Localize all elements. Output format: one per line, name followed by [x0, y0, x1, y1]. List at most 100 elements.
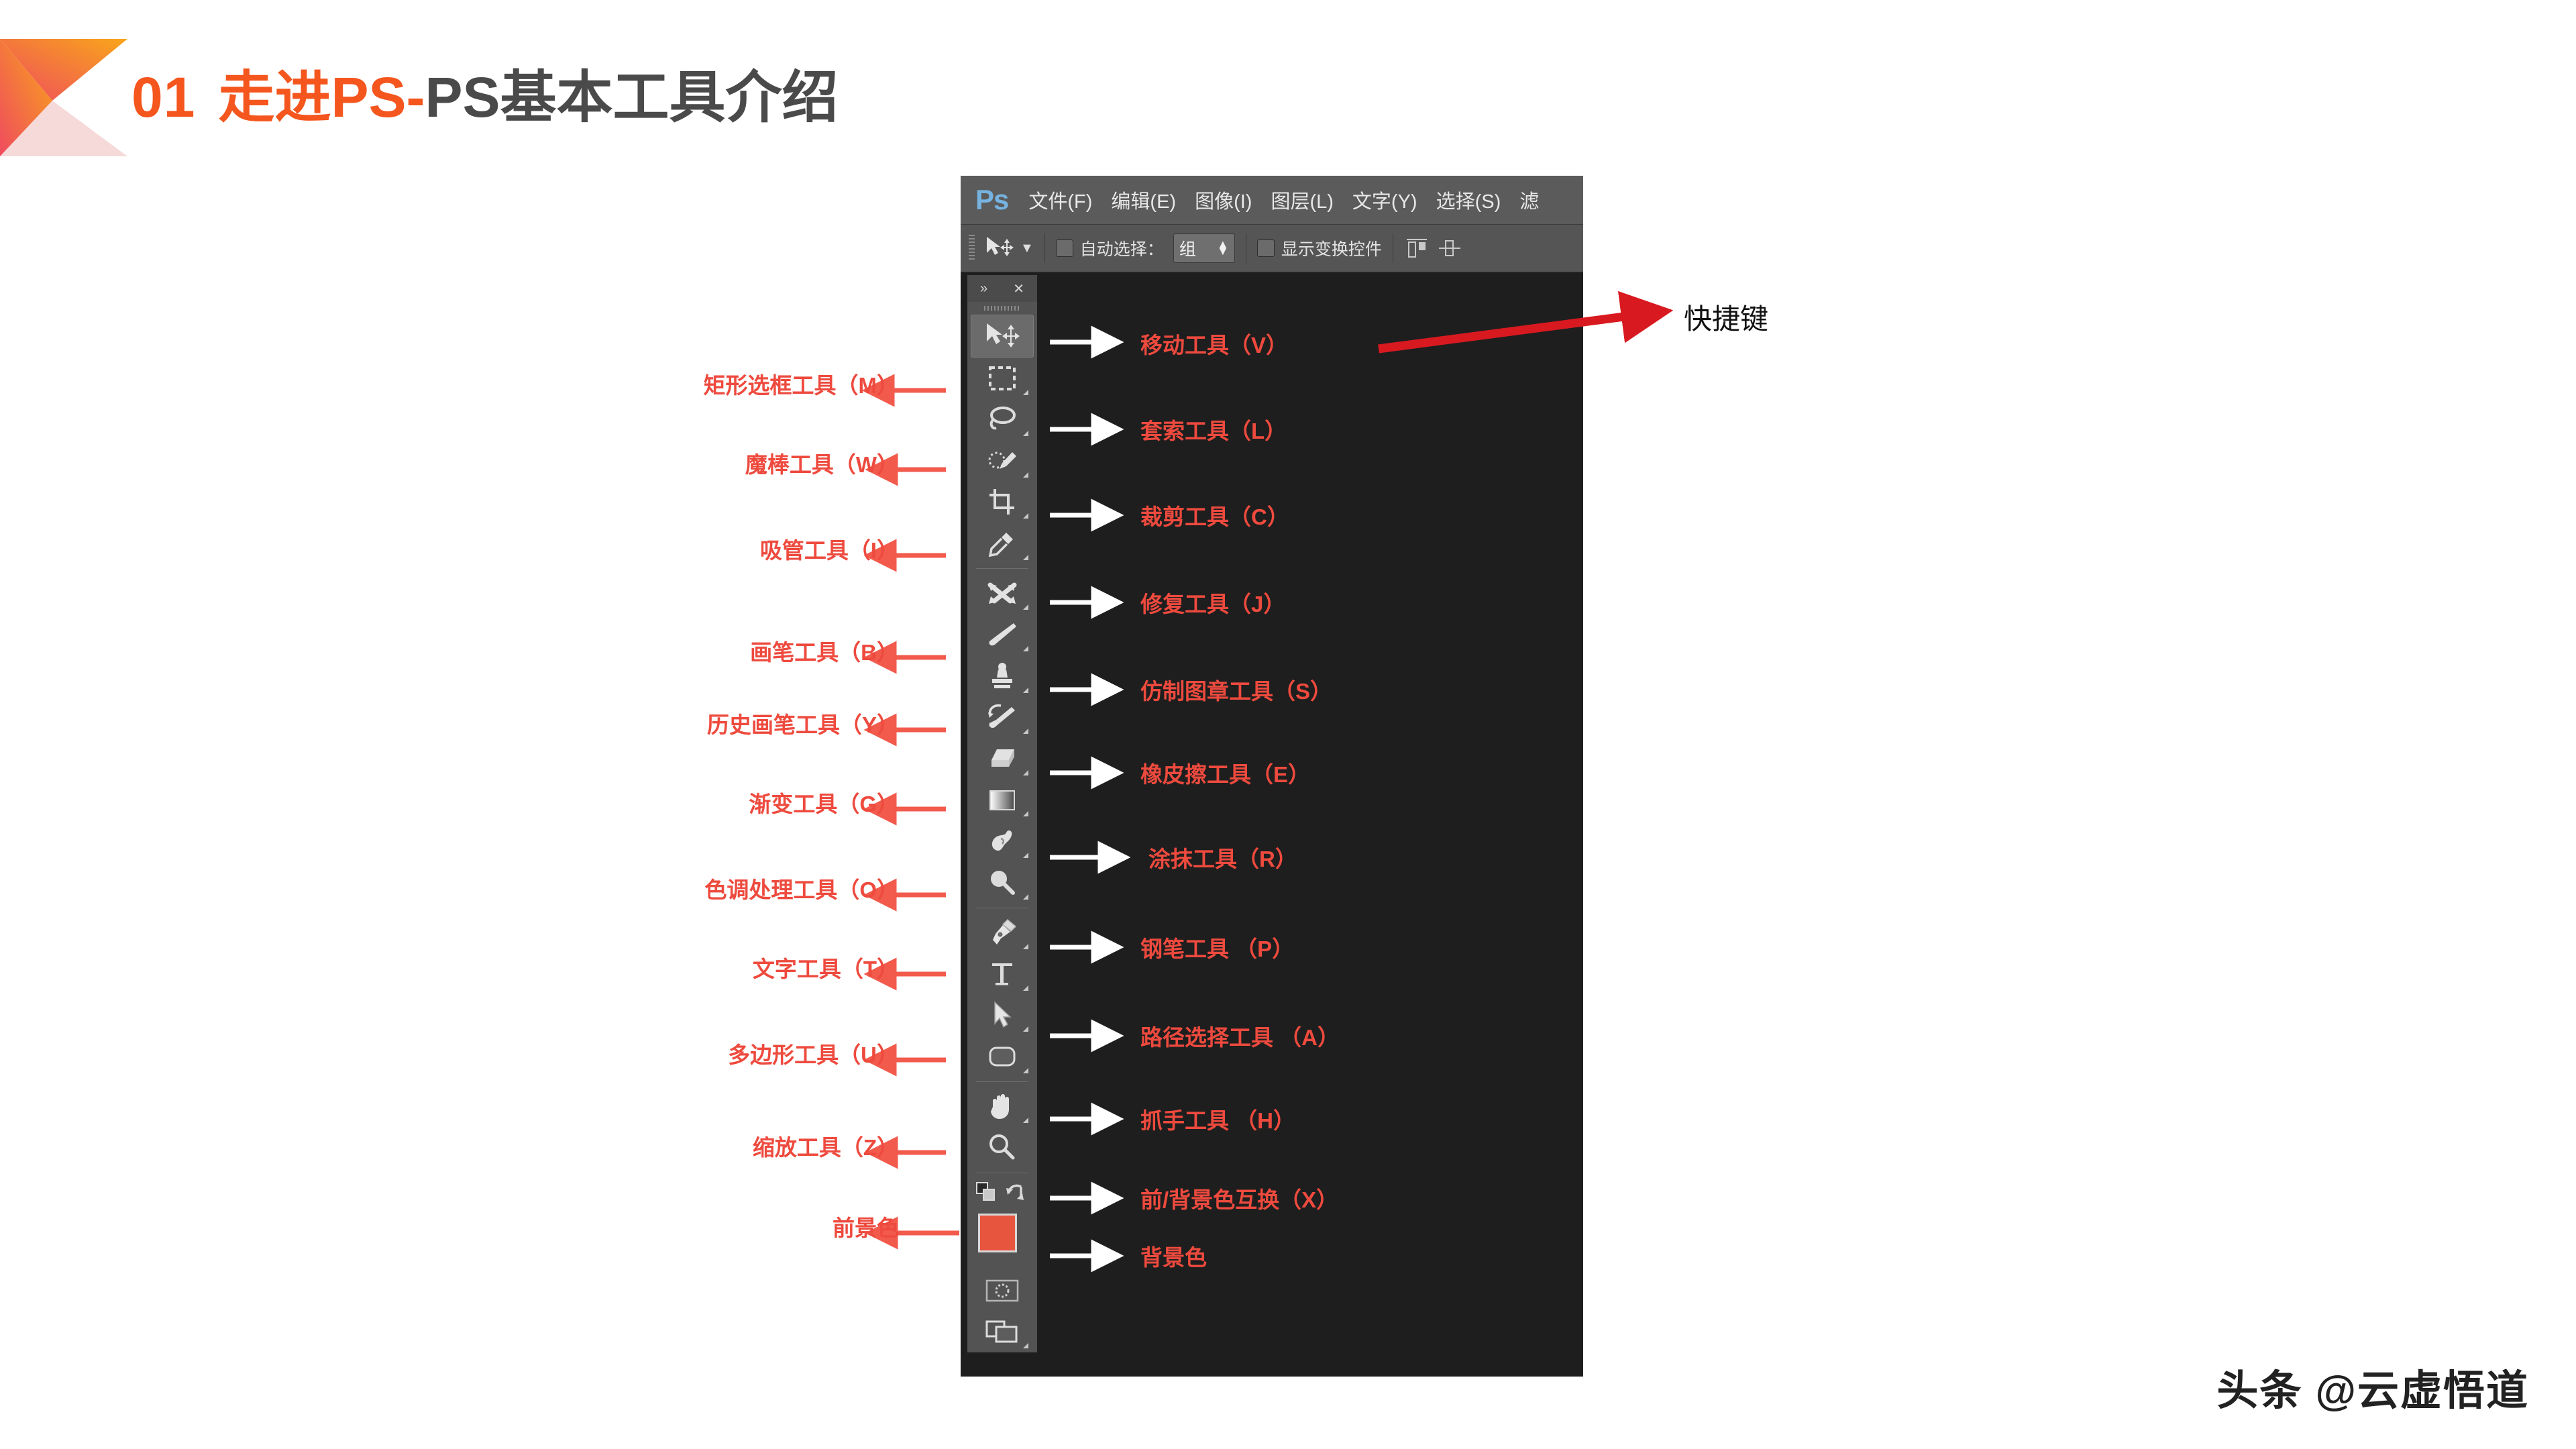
label-gradient: 渐变工具（G） [749, 792, 899, 816]
foreground-color-swatch[interactable] [978, 1214, 1017, 1253]
tool-type[interactable] [971, 953, 1033, 995]
toolbar-panel-header: » ✕ [967, 275, 1037, 302]
flyout-triangle-icon [1023, 944, 1028, 950]
menu-item-select[interactable]: 选择(S) [1436, 191, 1501, 213]
flyout-triangle-icon [1023, 894, 1028, 900]
toolbar-divider [976, 1081, 1028, 1082]
label-clone-stamp-tool: 仿制图章工具（S） [1140, 679, 1333, 704]
label-tone-adjust: 色调处理工具（O） [704, 877, 899, 902]
tool-screen-mode[interactable] [971, 1311, 1033, 1352]
shortcut-key-note: 快捷键 [1684, 303, 1769, 335]
label-shape: 多边形工具（U） [728, 1042, 899, 1067]
menu-item-layer[interactable]: 图层(L) [1271, 191, 1334, 213]
flyout-triangle-icon [1023, 646, 1028, 652]
tool-pen[interactable] [971, 912, 1033, 953]
align-top-icon[interactable] [1404, 236, 1431, 260]
menu-item-image[interactable]: 图像(I) [1195, 191, 1252, 213]
auto-select-checkbox[interactable] [1055, 239, 1073, 257]
default-colors-icon[interactable] [974, 1180, 1030, 1207]
flyout-triangle-icon [1023, 769, 1028, 775]
flyout-triangle-icon [1023, 554, 1028, 560]
photoshop-toolbar [967, 302, 1037, 1352]
tool-hand[interactable] [971, 1086, 1033, 1128]
photoshop-window: Ps 文件(F) 编辑(E) 图像(I) 图层(L) 文字(Y) 选择(S) 滤 [961, 176, 1583, 1377]
auto-select-label: 自动选择： [1079, 240, 1164, 259]
decorative-chevron-shape [0, 39, 127, 156]
menu-item-filter[interactable]: 滤 [1519, 191, 1540, 213]
page-title: 01 走进PS- PS基本工具介绍 [131, 52, 839, 133]
collapse-panel-icon[interactable]: » [980, 280, 988, 296]
flyout-triangle-icon [1023, 1026, 1028, 1032]
tool-healing-brush[interactable] [971, 573, 1033, 614]
label-smudge-tool: 涂抹工具（R） [1148, 847, 1297, 871]
flyout-triangle-icon [1023, 1067, 1028, 1073]
move-tool-icon[interactable] [984, 235, 1015, 262]
label-background-color: 背景色 [1140, 1245, 1207, 1270]
label-zoom: 缩放工具（Z） [752, 1135, 899, 1160]
flyout-triangle-icon [1023, 389, 1028, 395]
tool-preset-chevron-down-icon[interactable]: ▼ [1020, 240, 1034, 256]
label-rectangular-marquee: 矩形选框工具（M） [703, 373, 900, 398]
tool-quick-selection[interactable] [971, 440, 1033, 482]
tool-eraser[interactable] [971, 738, 1033, 780]
tool-clone-stamp[interactable] [971, 655, 1033, 697]
label-path-selection-tool: 路径选择工具 （A） [1140, 1025, 1340, 1050]
tool-move[interactable] [971, 315, 1034, 358]
flyout-triangle-icon [1023, 687, 1028, 693]
tool-smudge[interactable] [971, 820, 1033, 862]
label-crop-tool: 裁剪工具（C） [1140, 504, 1289, 529]
tool-dodge[interactable] [971, 862, 1033, 904]
tool-history-brush[interactable] [971, 697, 1033, 739]
flyout-triangle-icon [1023, 472, 1028, 478]
label-swap-colors: 前/背景色互换（X） [1140, 1187, 1339, 1212]
close-panel-icon[interactable]: ✕ [1013, 281, 1024, 297]
menu-item-edit[interactable]: 编辑(E) [1111, 191, 1177, 213]
photoshop-menubar: Ps 文件(F) 编辑(E) 图像(I) 图层(L) 文字(Y) 选择(S) 滤 [961, 176, 1583, 225]
flyout-triangle-icon [1023, 1343, 1028, 1349]
label-move-tool: 移动工具（V） [1140, 333, 1289, 358]
flyout-triangle-icon [1023, 604, 1028, 610]
title-orange-part: 走进PS- [218, 66, 425, 129]
tool-lasso[interactable] [971, 399, 1033, 441]
label-eyedropper: 吸管工具（I） [759, 538, 899, 563]
swap-colors-icon [1006, 1184, 1024, 1201]
tool-path-selection[interactable] [971, 995, 1033, 1036]
color-swatches [971, 1210, 1037, 1272]
show-transform-checkbox[interactable] [1256, 239, 1275, 257]
tool-quick-mask[interactable] [971, 1270, 1033, 1311]
auto-select-dropdown[interactable]: 组 ▲▼ [1173, 233, 1235, 263]
tool-crop[interactable] [971, 482, 1033, 523]
title-number: 01 [131, 66, 196, 129]
chevron-updown-icon: ▲▼ [1216, 237, 1229, 258]
menu-item-file[interactable]: 文件(F) [1028, 191, 1093, 213]
toolbar-grip[interactable] [984, 306, 1020, 311]
tool-rounded-rectangle[interactable] [971, 1036, 1033, 1077]
label-pen-tool: 钢笔工具 （P） [1140, 936, 1295, 961]
flyout-triangle-icon [1023, 811, 1028, 817]
label-type: 文字工具（T） [752, 957, 899, 981]
tool-brush[interactable] [971, 614, 1033, 655]
options-bar-grip[interactable] [969, 235, 975, 262]
flyout-triangle-icon [1023, 985, 1028, 991]
label-eraser-tool: 橡皮擦工具（E） [1140, 762, 1311, 787]
watermark: 头条 @云虚悟道 [2216, 1368, 2529, 1414]
label-lasso-tool: 套索工具（L） [1140, 419, 1287, 443]
align-vertical-center-icon[interactable] [1436, 236, 1463, 260]
show-transform-label: 显示变换控件 [1281, 240, 1382, 259]
tool-eyedropper[interactable] [971, 523, 1033, 564]
tool-zoom[interactable] [971, 1127, 1033, 1169]
title-dark-part: PS基本工具介绍 [425, 66, 839, 129]
options-divider-1 [1044, 233, 1045, 263]
menu-item-type[interactable]: 文字(Y) [1352, 191, 1417, 213]
label-healing-tool: 修复工具（J） [1140, 592, 1286, 616]
photoshop-options-bar: ▼ 自动选择： 组 ▲▼ 显示变换控件 [961, 225, 1583, 272]
flyout-triangle-icon [1023, 852, 1028, 858]
flyout-triangle-icon [1023, 513, 1028, 519]
tool-gradient[interactable] [971, 780, 1033, 821]
photoshop-logo: Ps [975, 184, 1009, 215]
tool-rectangular-marquee[interactable] [971, 358, 1033, 399]
flyout-triangle-icon [1023, 729, 1028, 735]
auto-select-value: 组 [1179, 240, 1196, 259]
flyout-triangle-icon [1023, 431, 1028, 437]
